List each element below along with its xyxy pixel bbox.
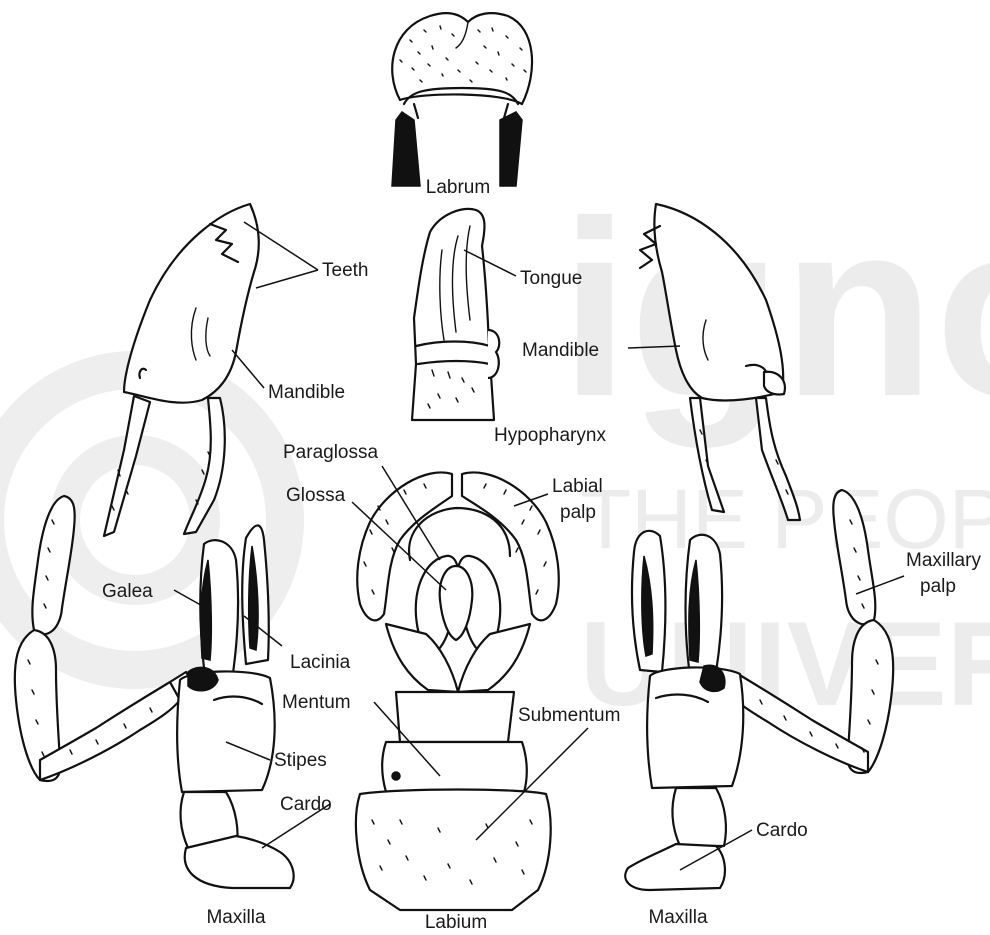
label-labium: Labium	[425, 912, 487, 933]
hypopharynx-drawing	[412, 209, 499, 420]
label-glossa: Glossa	[286, 485, 346, 506]
label-hypopharynx: Hypopharynx	[494, 425, 606, 446]
label-maxilla-left: Maxilla	[206, 907, 266, 928]
label-labrum: Labrum	[426, 177, 490, 198]
label-maxilla-right: Maxilla	[648, 907, 708, 928]
label-labial-palp-1: Labial	[552, 476, 603, 497]
maxilla-left-drawing	[15, 496, 294, 888]
label-mentum: Mentum	[282, 692, 351, 713]
label-tongue: Tongue	[520, 268, 582, 289]
label-stipes: Stipes	[274, 750, 327, 771]
label-teeth: Teeth	[322, 260, 368, 281]
leader-teeth-2	[256, 270, 318, 288]
label-submentum: Submentum	[518, 705, 620, 726]
label-mandible-left: Mandible	[268, 382, 345, 403]
watermark-logo: ignou	[560, 169, 990, 448]
watermark-inner-ring	[65, 450, 205, 590]
label-mandible-right: Mandible	[522, 340, 599, 361]
labium-drawing	[356, 472, 559, 910]
label-paraglossa: Paraglossa	[283, 442, 378, 463]
label-galea: Galea	[102, 581, 153, 602]
label-lacinia: Lacinia	[290, 652, 351, 673]
label-cardo-right: Cardo	[756, 820, 808, 841]
leader-mandible-left	[232, 350, 264, 388]
label-maxillary-palp-1: Maxillary	[906, 550, 981, 571]
label-cardo-left: Cardo	[280, 794, 332, 815]
label-maxillary-palp-2: palp	[920, 576, 956, 597]
labrum-drawing	[392, 13, 532, 186]
label-labial-palp-2: palp	[560, 502, 596, 523]
